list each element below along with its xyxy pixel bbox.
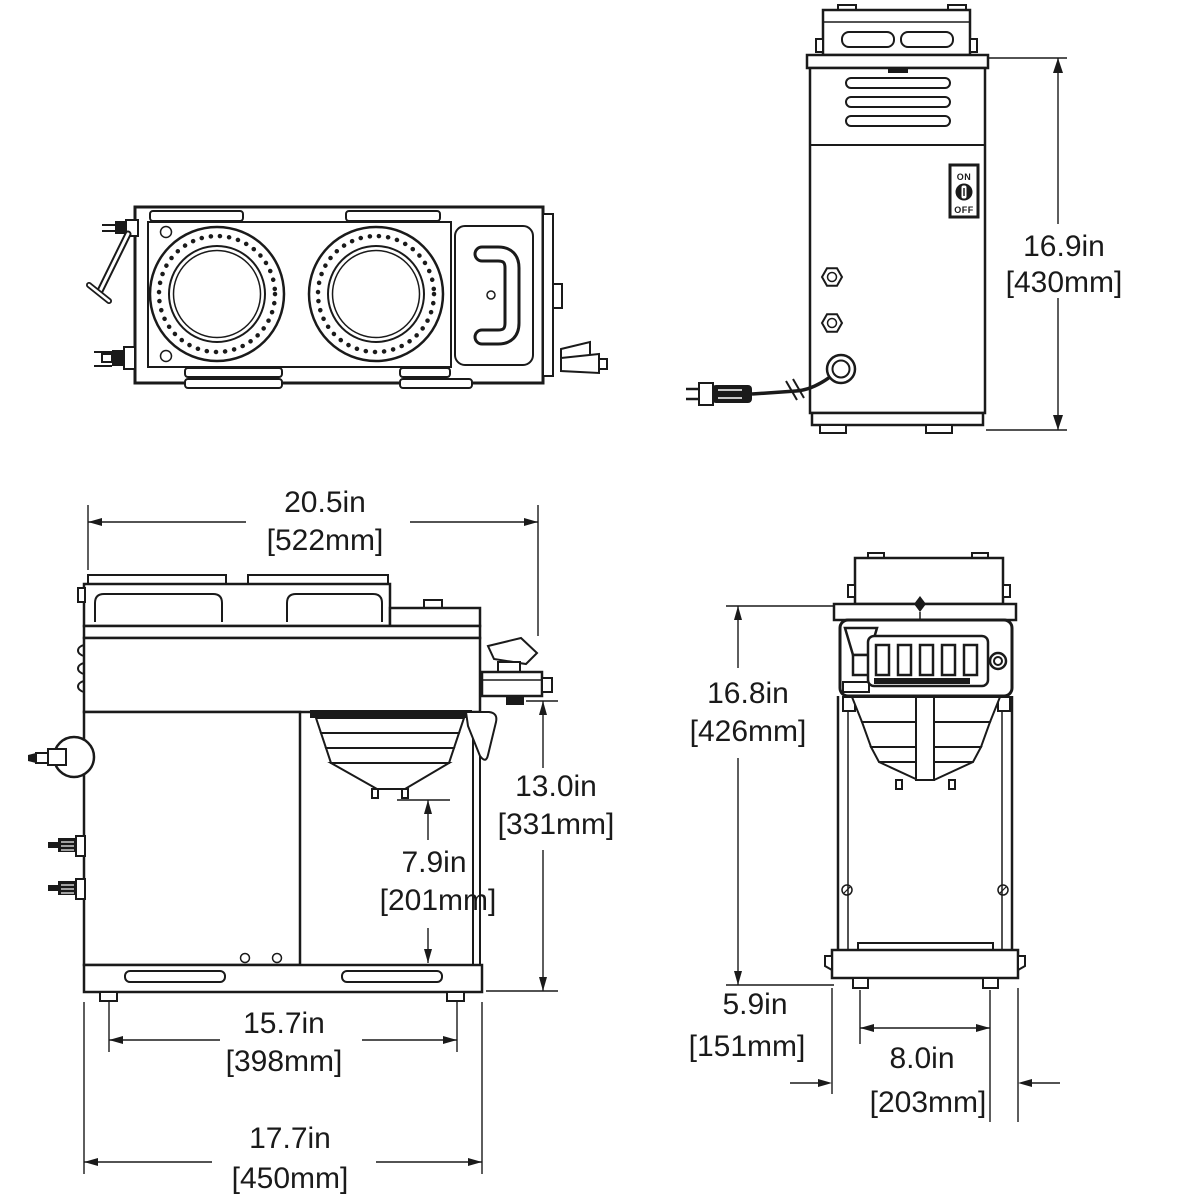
dim-base-depth-in: 17.7in — [249, 1122, 331, 1155]
dim-foot-span-in: 15.7in — [243, 1007, 325, 1040]
dim-funnel-clearance-mm: [201mm] — [380, 884, 497, 917]
front-view: 16.8in [426mm] — [689, 552, 1060, 1122]
back-base — [810, 411, 985, 434]
side-view: 20.5in [522mm] — [28, 486, 614, 1195]
power-cord — [751, 353, 857, 401]
control-panel — [838, 618, 1014, 698]
power-plug — [686, 382, 752, 406]
dim-leg-span-mm: [151mm] — [689, 1030, 806, 1063]
dim-brew-clearance-in: 13.0in — [515, 770, 597, 803]
dim-back-height-in: 16.9in — [1023, 230, 1105, 263]
side-fittings — [48, 835, 86, 900]
warmer-plate-right — [307, 225, 445, 363]
dim-foot-span-mm: [398mm] — [226, 1045, 343, 1078]
dim-side-width: 20.5in [522mm] — [87, 486, 539, 636]
dim-side-foot-span: 15.7in [398mm] — [108, 1002, 458, 1078]
dim-brew-clearance-mm: [331mm] — [498, 808, 615, 841]
front-base — [824, 942, 1026, 989]
top-view — [86, 205, 608, 389]
dim-base-depth-mm: [450mm] — [232, 1162, 349, 1195]
faucet-side[interactable] — [480, 636, 553, 705]
dim-side-funnel-clearance: 7.9in [201mm] — [380, 799, 497, 963]
dim-base-width-in: 8.0in — [889, 1042, 954, 1075]
brew-funnel-front — [842, 696, 1011, 790]
dim-back-height-mm: [430mm] — [1006, 266, 1123, 299]
dim-back-height: 16.9in [430mm] — [986, 57, 1123, 431]
dim-side-width-in: 20.5in — [284, 486, 366, 519]
brew-switch-bank[interactable] — [866, 634, 990, 688]
power-switch[interactable]: ON OFF — [948, 163, 980, 219]
switch-on-label: ON — [957, 172, 972, 182]
dim-side-brew-clearance: 13.0in [331mm] — [486, 700, 615, 992]
funnel-rail-plate — [454, 225, 534, 366]
dim-side-width-mm: [522mm] — [267, 524, 384, 557]
switch-off-label: OFF — [954, 205, 974, 215]
dim-front-height: 16.8in [426mm] — [690, 605, 836, 986]
cap-vents — [841, 31, 954, 48]
rear-louvers — [845, 77, 951, 127]
side-base — [82, 963, 484, 1002]
inlet-fittings — [820, 267, 844, 333]
dim-front-leg-span: 5.9in [151mm] — [689, 988, 991, 1122]
inlet-fitting-top-view — [94, 346, 136, 370]
warmer-plate-left — [148, 225, 286, 363]
dim-base-width-mm: [203mm] — [870, 1086, 987, 1119]
front-trunk — [836, 696, 1014, 952]
side-knob — [28, 735, 96, 779]
dim-front-base-width: 8.0in [203mm] — [790, 988, 1060, 1122]
dim-funnel-clearance-in: 7.9in — [401, 846, 466, 879]
faucet-handle — [86, 219, 139, 304]
spout-top-view — [560, 340, 608, 375]
back-view: ON OFF — [686, 4, 1123, 434]
dim-front-height-mm: [426mm] — [690, 715, 807, 748]
brew-funnel-side — [310, 710, 498, 799]
dim-front-height-in: 16.8in — [707, 677, 789, 710]
indicator-light — [988, 651, 1008, 671]
dim-leg-span-in: 5.9in — [722, 988, 787, 1021]
dim-side-base-depth: 17.7in [450mm] — [83, 1002, 483, 1195]
